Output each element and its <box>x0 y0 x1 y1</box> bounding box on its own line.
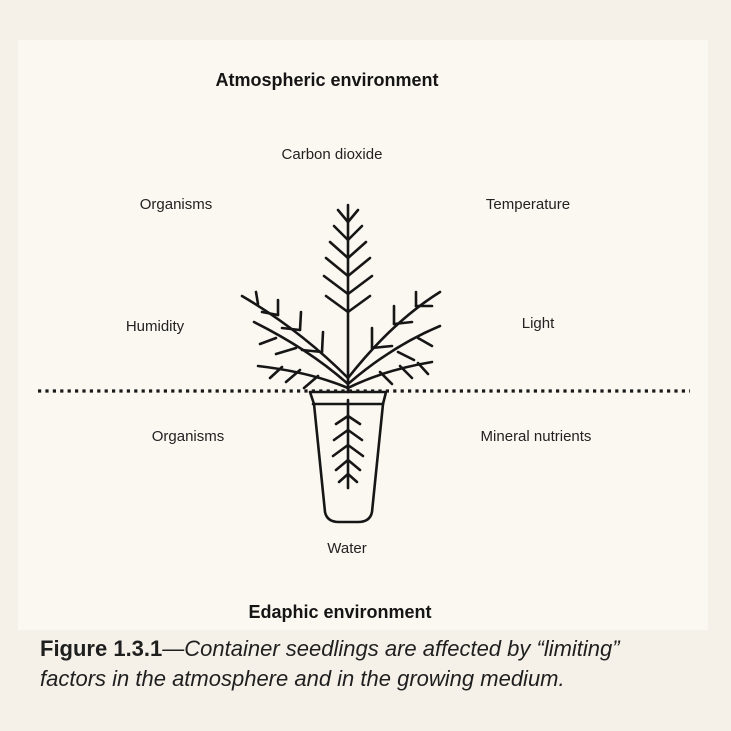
container-pot <box>308 390 388 524</box>
diagram-panel <box>18 40 708 630</box>
label-organisms-edaphic: Organisms <box>151 428 225 445</box>
branch-right-middle <box>346 324 442 386</box>
top-needles <box>322 208 374 314</box>
label-organisms-atmospheric: Organisms <box>139 196 213 213</box>
figure-caption: Figure 1.3.1—Container seedlings are aff… <box>40 634 690 694</box>
label-light: Light <box>521 315 555 332</box>
branch-left-middle <box>252 320 350 386</box>
branch-right-upper <box>346 290 442 380</box>
branch-left-lower <box>256 364 350 390</box>
label-carbon-dioxide: Carbon dioxide <box>281 146 383 163</box>
branch-left-upper <box>240 290 350 380</box>
atmospheric-heading: Atmospheric environment <box>215 70 439 90</box>
edaphic-heading: Edaphic environment <box>248 602 432 622</box>
label-temperature: Temperature <box>485 196 571 213</box>
branch-right-lower <box>346 360 434 390</box>
label-mineral-nutrients: Mineral nutrients <box>480 428 592 445</box>
label-water: Water <box>327 540 367 557</box>
figure-label: Figure 1.3.1 <box>40 636 163 661</box>
label-humidity: Humidity <box>125 318 185 335</box>
figure-caption-text: —Container seedlings are affected by “li… <box>40 636 620 691</box>
root-system <box>331 398 365 490</box>
